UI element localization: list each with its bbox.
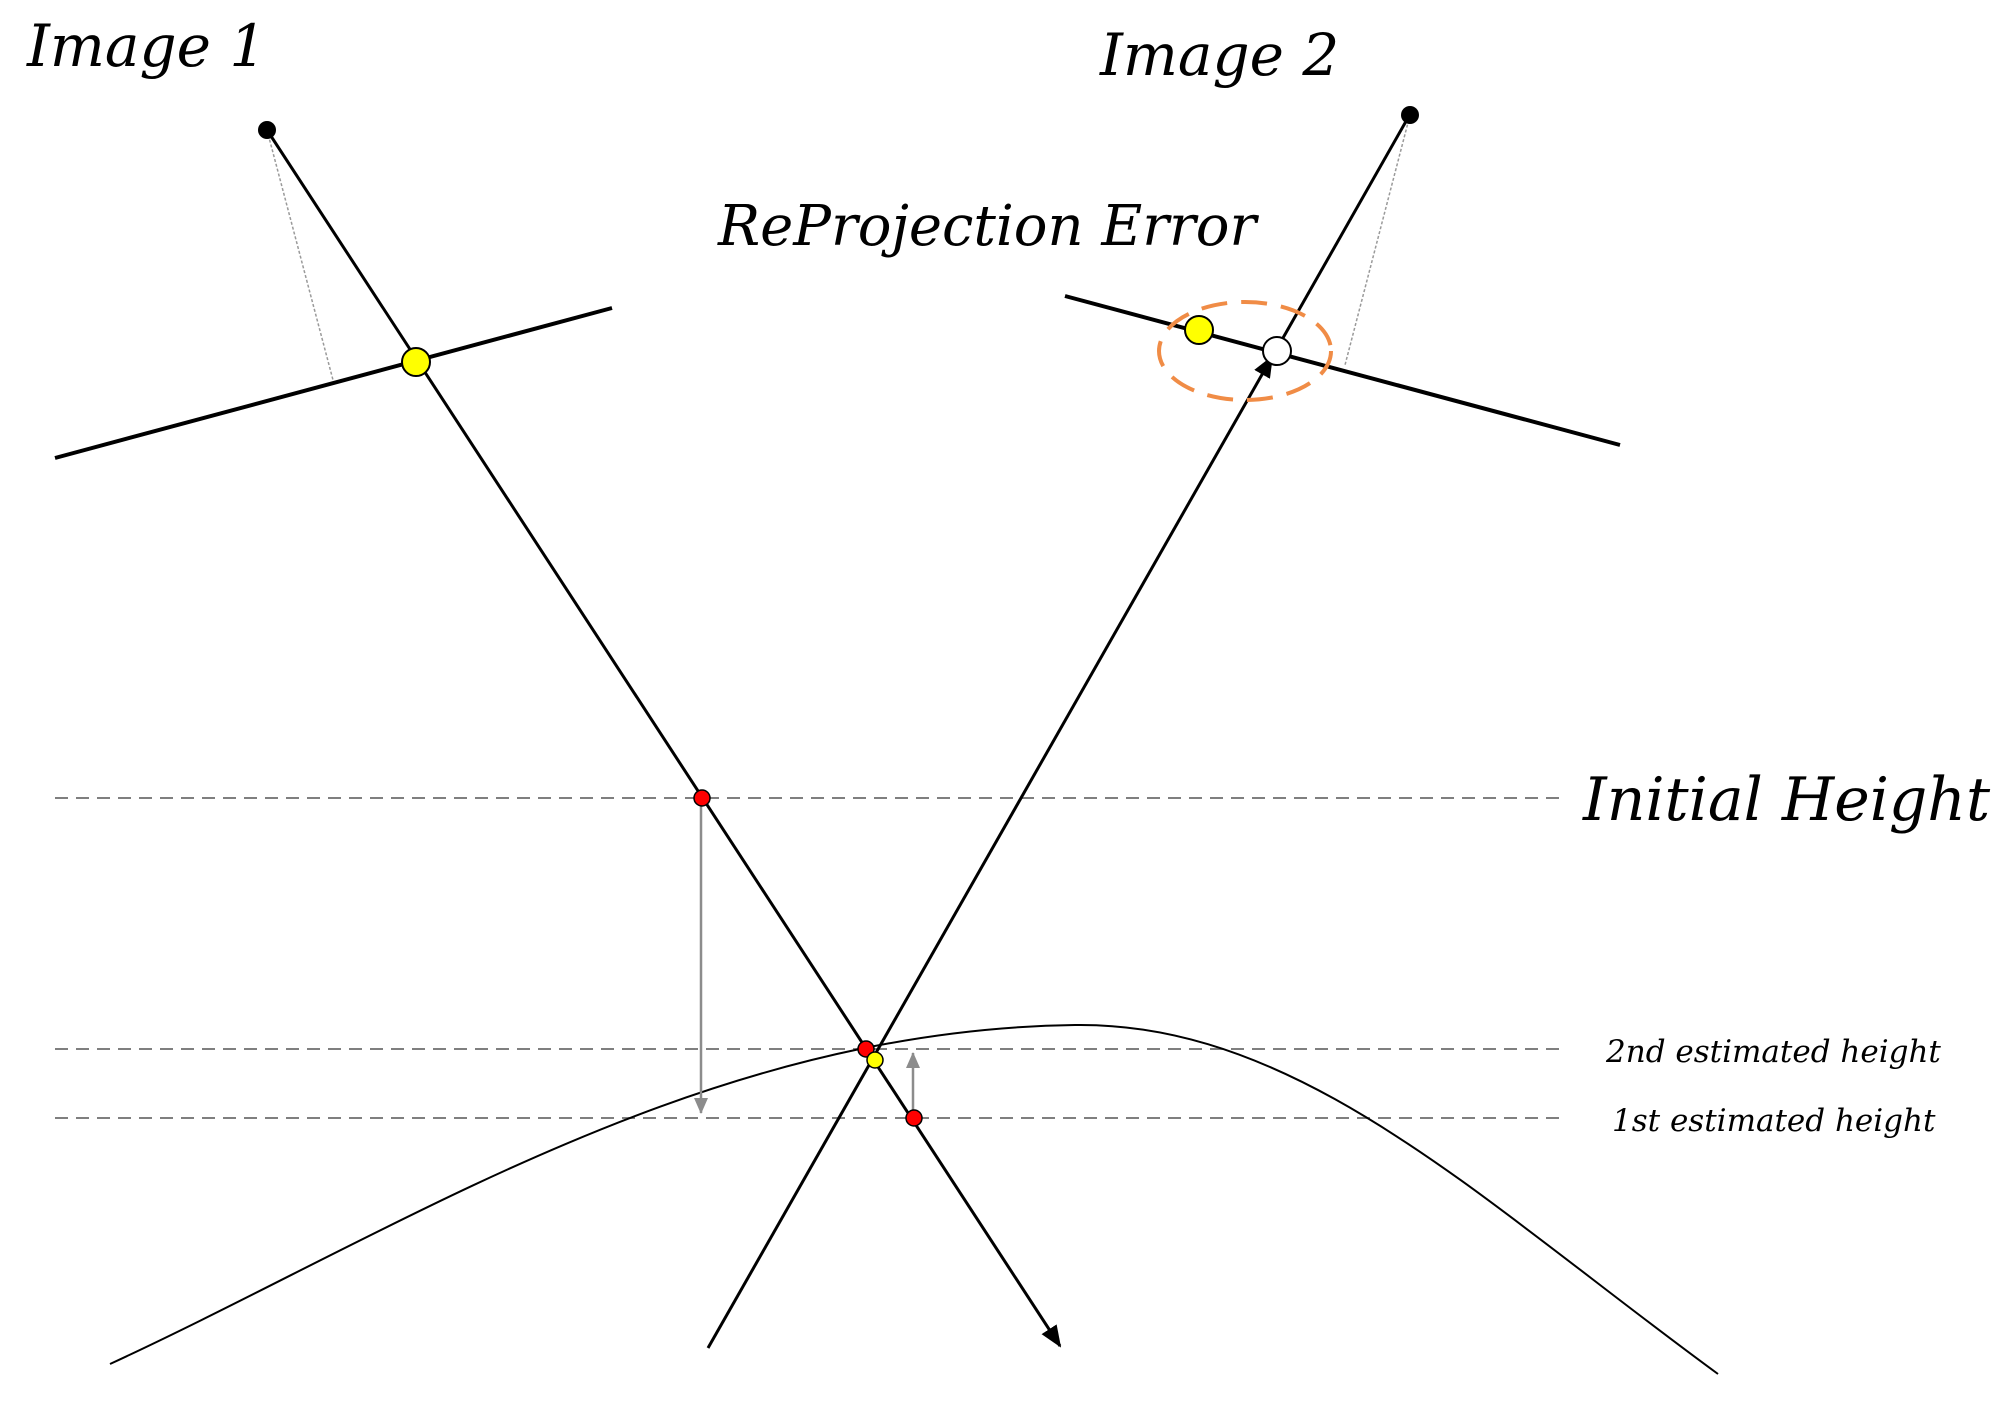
reprojection-error-label: ReProjection Error — [717, 194, 1259, 259]
image2-projection-ray — [706, 355, 1274, 1349]
image2-label: Image 2 — [1099, 21, 1339, 89]
image1-label: Image 1 — [26, 12, 266, 80]
image2-plane — [1064, 294, 1621, 447]
surface-intersection-point — [866, 1051, 884, 1069]
image1-observed-point — [401, 347, 431, 377]
image2-observed-point — [1184, 315, 1214, 345]
terrain-surface-curve — [109, 1023, 1719, 1375]
initial-height-label: Initial Height — [1582, 765, 1991, 835]
image2-principal-axis — [1344, 114, 1411, 366]
image1-projection-ray — [265, 129, 1062, 1348]
image1-camera-center — [258, 121, 276, 139]
first-height-point — [905, 1109, 923, 1127]
image1-plane — [54, 306, 613, 460]
initial-height-point — [693, 789, 711, 807]
image1-principal-axis — [266, 129, 334, 381]
image2-reprojected-point — [1262, 336, 1292, 366]
first-estimated-height-label: 1st estimated height — [1612, 1103, 1936, 1139]
image2-camera-ray — [1277, 115, 1411, 346]
reprojection-error-ellipse — [1157, 300, 1333, 402]
second-estimated-height-label: 2nd estimated height — [1605, 1034, 1941, 1070]
image2-camera-center — [1401, 106, 1419, 124]
